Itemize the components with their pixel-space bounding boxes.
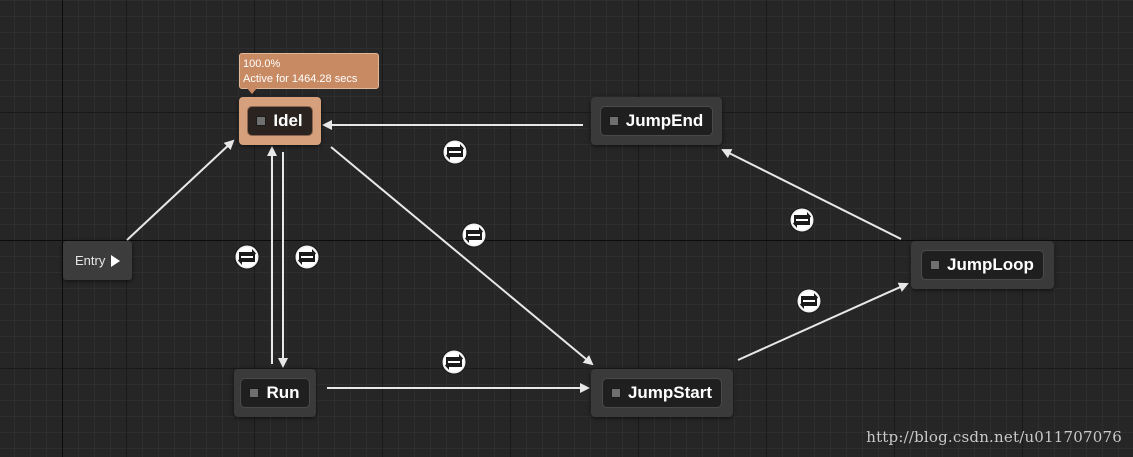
state-label-idel: Idel <box>273 111 303 130</box>
transition-rule-icon-idel-jumpstart[interactable] <box>461 222 487 248</box>
state-square-icon <box>249 388 260 398</box>
state-title-bar: Run <box>240 378 310 408</box>
transition-rule-icon-jumpend-idel[interactable] <box>442 139 468 165</box>
entry-label: Entry <box>75 253 106 268</box>
tooltip-tail <box>247 88 257 94</box>
state-node-run[interactable]: Run <box>234 369 316 417</box>
transition-rule-icon-idel-run[interactable] <box>294 244 320 270</box>
state-title-bar: JumpEnd <box>599 106 714 136</box>
state-node-jumpend[interactable]: JumpEnd <box>591 97 722 145</box>
link-idel-to-jumpstart <box>330 146 594 366</box>
state-label-jumpend: JumpEnd <box>625 111 704 130</box>
state-node-jumploop[interactable]: JumpLoop <box>911 241 1054 289</box>
state-label-run: Run <box>266 383 300 402</box>
state-node-idel[interactable]: Idel <box>239 97 321 145</box>
graph-origin-vertical-line <box>62 0 63 457</box>
tooltip-weight: 100.0% <box>243 58 281 70</box>
state-title-bar: Idel <box>247 106 313 136</box>
state-square-icon <box>608 116 619 126</box>
link-jumpstart-to-jumploop <box>737 282 909 361</box>
state-debug-tooltip: 100.0% Active for 1464.28 secs <box>239 53 379 94</box>
state-node-jumpstart[interactable]: JumpStart <box>591 369 733 417</box>
state-title-bar: JumpLoop <box>921 250 1044 280</box>
play-triangle-icon <box>111 254 121 267</box>
state-title-bar: JumpStart <box>601 378 723 408</box>
tooltip-active-time: Active for 1464.28 secs <box>243 73 358 85</box>
state-label-jumpstart: JumpStart <box>627 383 713 402</box>
state-square-icon <box>930 260 941 270</box>
state-square-icon <box>256 116 267 126</box>
transition-rule-icon-run-jumpstart[interactable] <box>441 349 467 375</box>
state-label-jumploop: JumpLoop <box>947 255 1034 274</box>
graph-origin-horizontal-line <box>0 240 1133 241</box>
link-jumploop-to-jumpend <box>721 149 902 240</box>
state-square-icon <box>610 388 621 398</box>
watermark-text: http://blog.csdn.net/u011707076 <box>866 428 1122 446</box>
transition-rule-icon-jumpstart-jumploop[interactable] <box>796 288 822 314</box>
link-entry-to-idel <box>126 139 235 241</box>
transition-rule-icon-run-idel[interactable] <box>234 244 260 270</box>
entry-node[interactable]: Entry <box>63 241 132 280</box>
transition-rule-icon-jumploop-jumpend[interactable] <box>789 207 815 233</box>
